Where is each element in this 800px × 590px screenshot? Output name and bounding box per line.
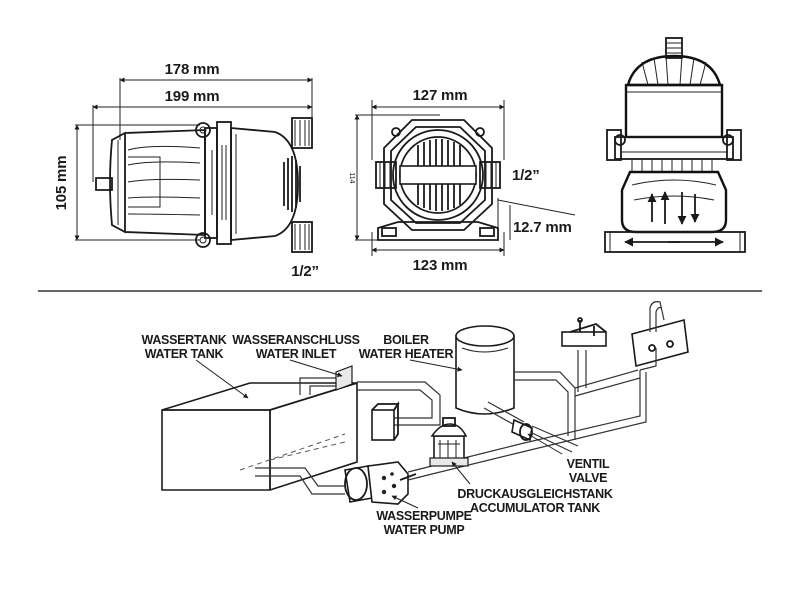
label-pump-de: WASSERPUMPE	[376, 509, 471, 523]
boiler-leader	[409, 359, 463, 372]
pump-leader	[391, 495, 419, 509]
plumbing-system-icon	[161, 301, 689, 505]
label-inlet-en: WATER INLET	[256, 347, 337, 361]
dim-front-height: 114	[348, 172, 355, 183]
label-accumulator-en: ACCUMULATOR TANK	[470, 501, 600, 515]
label-pump-en: WATER PUMP	[384, 523, 465, 537]
accumulator-section-icon	[604, 37, 746, 253]
pump-side-view-icon	[74, 77, 313, 253]
dim-side-port: 1/2”	[291, 263, 319, 280]
dim-front-port: 1/2”	[512, 167, 540, 184]
pump-front-view-icon	[354, 100, 576, 256]
label-accumulator-de: DRUCKAUSGLEICHSTANK	[457, 487, 612, 501]
tank-leader	[195, 359, 249, 399]
label-valve-de: VENTIL	[567, 457, 610, 471]
dim-front-depth: 12.7 mm	[513, 219, 572, 236]
dim-front-width-bottom: 123 mm	[413, 257, 468, 274]
label-boiler-en: WATER HEATER	[359, 347, 454, 361]
dim-side-width-b: 199 mm	[165, 88, 220, 105]
valve-leader	[527, 433, 563, 455]
label-tank-de: WASSERTANK	[142, 333, 227, 347]
label-inlet-de: WASSERANSCHLUSS	[232, 333, 359, 347]
label-tank-en: WATER TANK	[145, 347, 224, 361]
label-valve-en: VALVE	[569, 471, 607, 485]
accumulator-leader	[451, 461, 471, 485]
dim-side-width-a: 178 mm	[165, 61, 220, 78]
dim-side-height: 105 mm	[53, 156, 70, 211]
inlet-leader	[289, 359, 343, 378]
label-boiler-de: BOILER	[383, 333, 429, 347]
dim-front-width-top: 127 mm	[413, 87, 468, 104]
